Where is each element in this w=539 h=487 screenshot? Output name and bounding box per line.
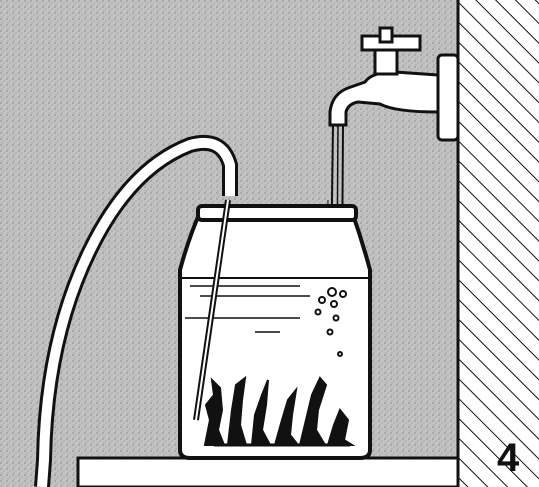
- counter-shelf: [78, 458, 458, 487]
- figure-number: 4: [497, 438, 519, 478]
- hatched-wall: [458, 0, 539, 487]
